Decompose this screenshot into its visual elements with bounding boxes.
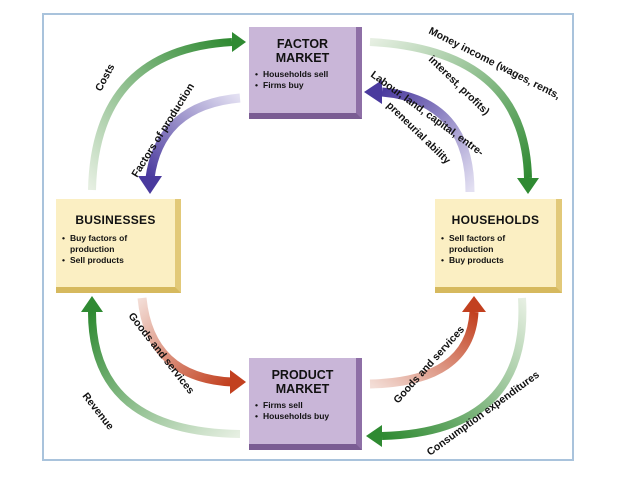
revenue-arrow	[88, 311, 241, 438]
consumption-label: Consumption expenditures	[425, 369, 542, 459]
costs-arrowhead	[232, 32, 246, 52]
consumption-arrow	[381, 297, 527, 440]
revenue-arrowhead	[81, 296, 103, 312]
households-item: Buy products	[441, 255, 556, 266]
businesses-box: BUSINESSES Buy factors of production Sel…	[56, 199, 181, 293]
goods-services-left-arrow	[137, 297, 233, 387]
businesses-title: BUSINESSES	[75, 213, 156, 227]
factors-of-production-arrow	[145, 93, 241, 179]
households-title: HOUSEHOLDS	[451, 213, 540, 227]
product-market-title-line2: MARKET	[275, 382, 330, 396]
product-market-box: PRODUCT MARKET Firms sell Households buy	[249, 358, 362, 450]
revenue-label: Revenue	[80, 390, 117, 432]
goods-services-left-arrowhead	[230, 370, 246, 394]
households-list: Sell factors of production Buy products	[435, 233, 556, 266]
product-market-item: Households buy	[255, 411, 356, 422]
households-item: Sell factors of	[441, 233, 556, 244]
goods-services-left-label: Goods and services	[126, 310, 197, 396]
money-income-arrow	[369, 38, 532, 179]
households-item-continued: production	[449, 244, 494, 254]
factor-market-item: Firms buy	[255, 80, 356, 91]
money-income-arrowhead	[517, 178, 539, 194]
businesses-item: Buy factors of	[62, 233, 175, 244]
businesses-list: Buy factors of production Sell products	[56, 233, 175, 266]
factor-market-box: FACTOR MARKET Households sell Firms buy	[249, 27, 362, 119]
labour-arrowhead	[364, 80, 382, 104]
labour-arrow	[381, 87, 475, 193]
costs-label: Costs	[93, 62, 117, 94]
businesses-item-continued: production	[70, 244, 115, 254]
product-market-item: Firms sell	[255, 400, 356, 411]
factor-market-title-line1: FACTOR	[276, 37, 329, 51]
factor-market-item: Households sell	[255, 69, 356, 80]
factors-of-production-label: Factors of production	[129, 81, 197, 179]
costs-arrow	[88, 38, 233, 191]
product-market-title-line1: PRODUCT	[271, 368, 334, 382]
households-box: HOUSEHOLDS Sell factors of production Bu…	[435, 199, 562, 293]
goods-services-right-arrow	[369, 311, 479, 389]
businesses-item: Sell products	[62, 255, 175, 266]
goods-services-right-arrowhead	[462, 296, 486, 312]
goods-services-right-label: Goods and services	[391, 324, 467, 406]
factor-market-title-line2: MARKET	[275, 51, 330, 65]
factor-market-list: Households sell Firms buy	[249, 69, 356, 91]
product-market-list: Firms sell Households buy	[249, 400, 356, 422]
factors-of-production-arrowhead	[138, 176, 162, 194]
consumption-arrowhead	[366, 425, 382, 447]
